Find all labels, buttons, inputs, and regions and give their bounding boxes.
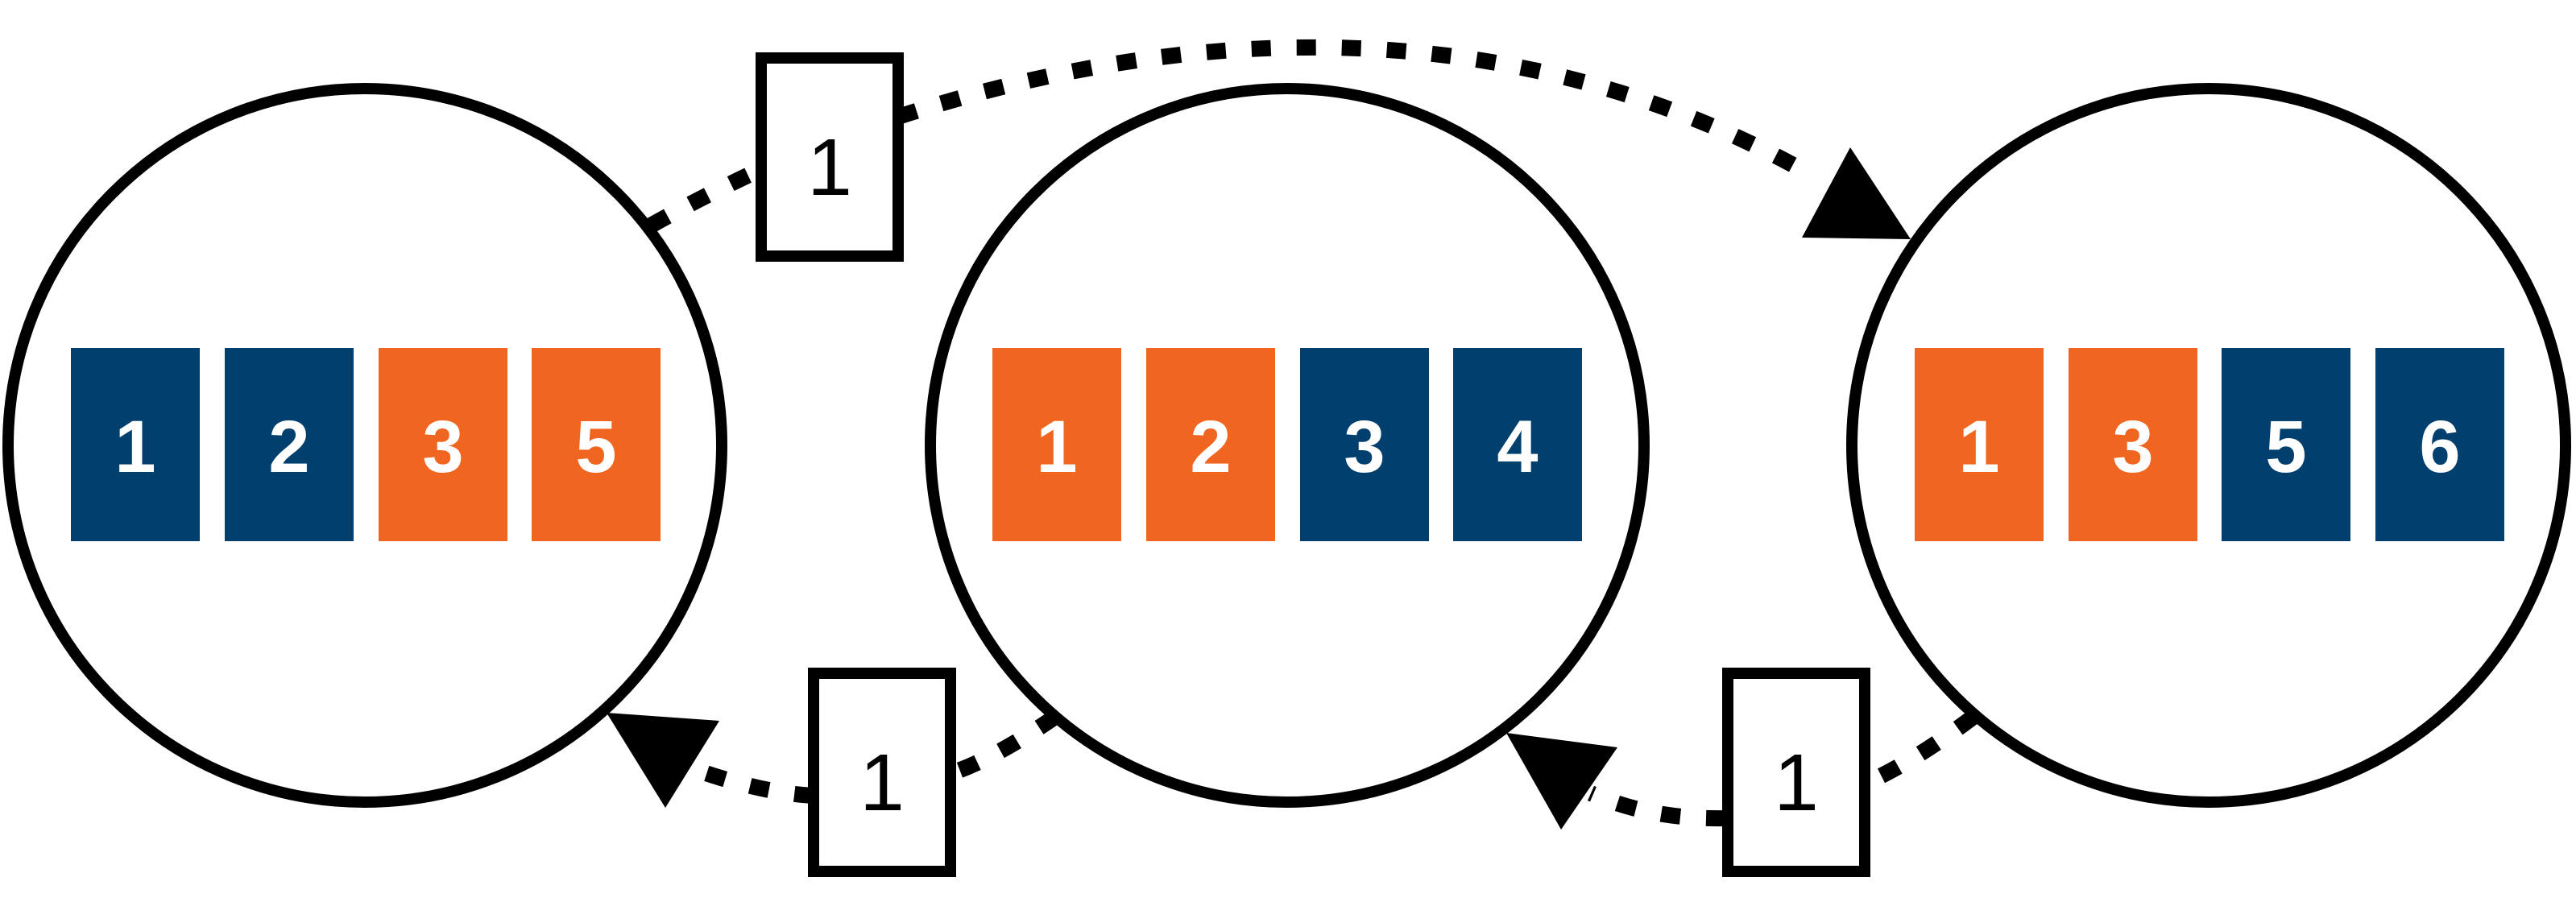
node-right-tile-3: 6	[2375, 348, 2504, 541]
node-middle: 1 2 3 4	[925, 83, 1650, 808]
node-middle-tile-2-bg	[1300, 348, 1429, 541]
transfer-path-middle-to-left	[698, 710, 1060, 804]
node-middle-tile-2: 3	[1300, 348, 1429, 541]
node-right-tile-3-bg	[2375, 348, 2504, 541]
message-box-left-to-right-label: 1	[807, 122, 852, 213]
node-middle-tile-0-label: 1	[1036, 406, 1077, 488]
node-left-tile-0: 1	[71, 348, 200, 541]
node-middle-tile-0: 1	[992, 348, 1121, 541]
node-left-tile-1-bg	[225, 348, 354, 541]
transfer-path-left-to-right	[647, 39, 1816, 233]
node-right-tile-2: 5	[2222, 348, 2350, 541]
node-left-tile-2-bg	[379, 348, 507, 541]
node-right-ring	[1846, 83, 2571, 808]
node-middle-tile-0-bg	[992, 348, 1121, 541]
node-right-tile-1-bg	[2069, 348, 2197, 541]
node-left-tile-1-label: 2	[268, 406, 309, 488]
node-right-tile-3-label: 6	[2419, 406, 2460, 488]
node-left: 1 2 3 5	[2, 83, 727, 808]
node-left-tile-1: 2	[225, 348, 354, 541]
message-box-right-to-middle-frame	[1722, 668, 1870, 877]
node-middle-tile-1: 2	[1146, 348, 1275, 541]
node-middle-tile-1-label: 2	[1190, 406, 1231, 488]
message-box-right-to-middle-label: 1	[1774, 738, 1819, 828]
node-middle-tile-3-label: 4	[1497, 406, 1538, 488]
message-box-middle-to-left-label: 1	[859, 738, 905, 828]
message-box-middle-to-left-frame	[808, 668, 956, 877]
node-right-tile-1-label: 3	[2112, 406, 2153, 488]
message-box-right-to-middle: 1	[1722, 668, 1870, 877]
node-right-tile-2-bg	[2222, 348, 2350, 541]
node-left-tile-0-label: 1	[114, 406, 155, 488]
node-middle-ring	[925, 83, 1650, 808]
arrowhead-middle-to-left-icon	[607, 713, 719, 808]
node-left-tile-3-label: 5	[575, 406, 616, 488]
node-middle-tile-2-label: 3	[1344, 406, 1385, 488]
transfer-path-right-to-middle	[1587, 710, 1978, 827]
node-left-ring	[2, 83, 727, 808]
node-left-tile-2-label: 3	[422, 406, 463, 488]
node-left-tile-3-bg	[532, 348, 661, 541]
message-box-left-to-right: 1	[756, 52, 904, 262]
arrowhead-left-to-right-icon	[1802, 147, 1911, 239]
node-right: 1 3 5 6	[1846, 83, 2571, 808]
node-left-tile-0-bg	[71, 348, 200, 541]
node-middle-tile-1-bg	[1146, 348, 1275, 541]
node-right-tile-2-label: 5	[2265, 406, 2306, 488]
arrowhead-right-to-middle-icon	[1506, 733, 1617, 830]
node-left-tile-2: 3	[379, 348, 507, 541]
message-box-middle-to-left: 1	[808, 668, 956, 877]
message-box-left-to-right-frame	[756, 52, 904, 262]
node-right-tile-0-bg	[1915, 348, 2044, 541]
node-right-tile-1: 3	[2069, 348, 2197, 541]
node-right-tile-0-label: 1	[1958, 406, 1999, 488]
node-middle-tile-3-bg	[1453, 348, 1582, 541]
node-left-tile-3: 5	[532, 348, 661, 541]
node-right-tile-0: 1	[1915, 348, 2044, 541]
node-middle-tile-3: 4	[1453, 348, 1582, 541]
